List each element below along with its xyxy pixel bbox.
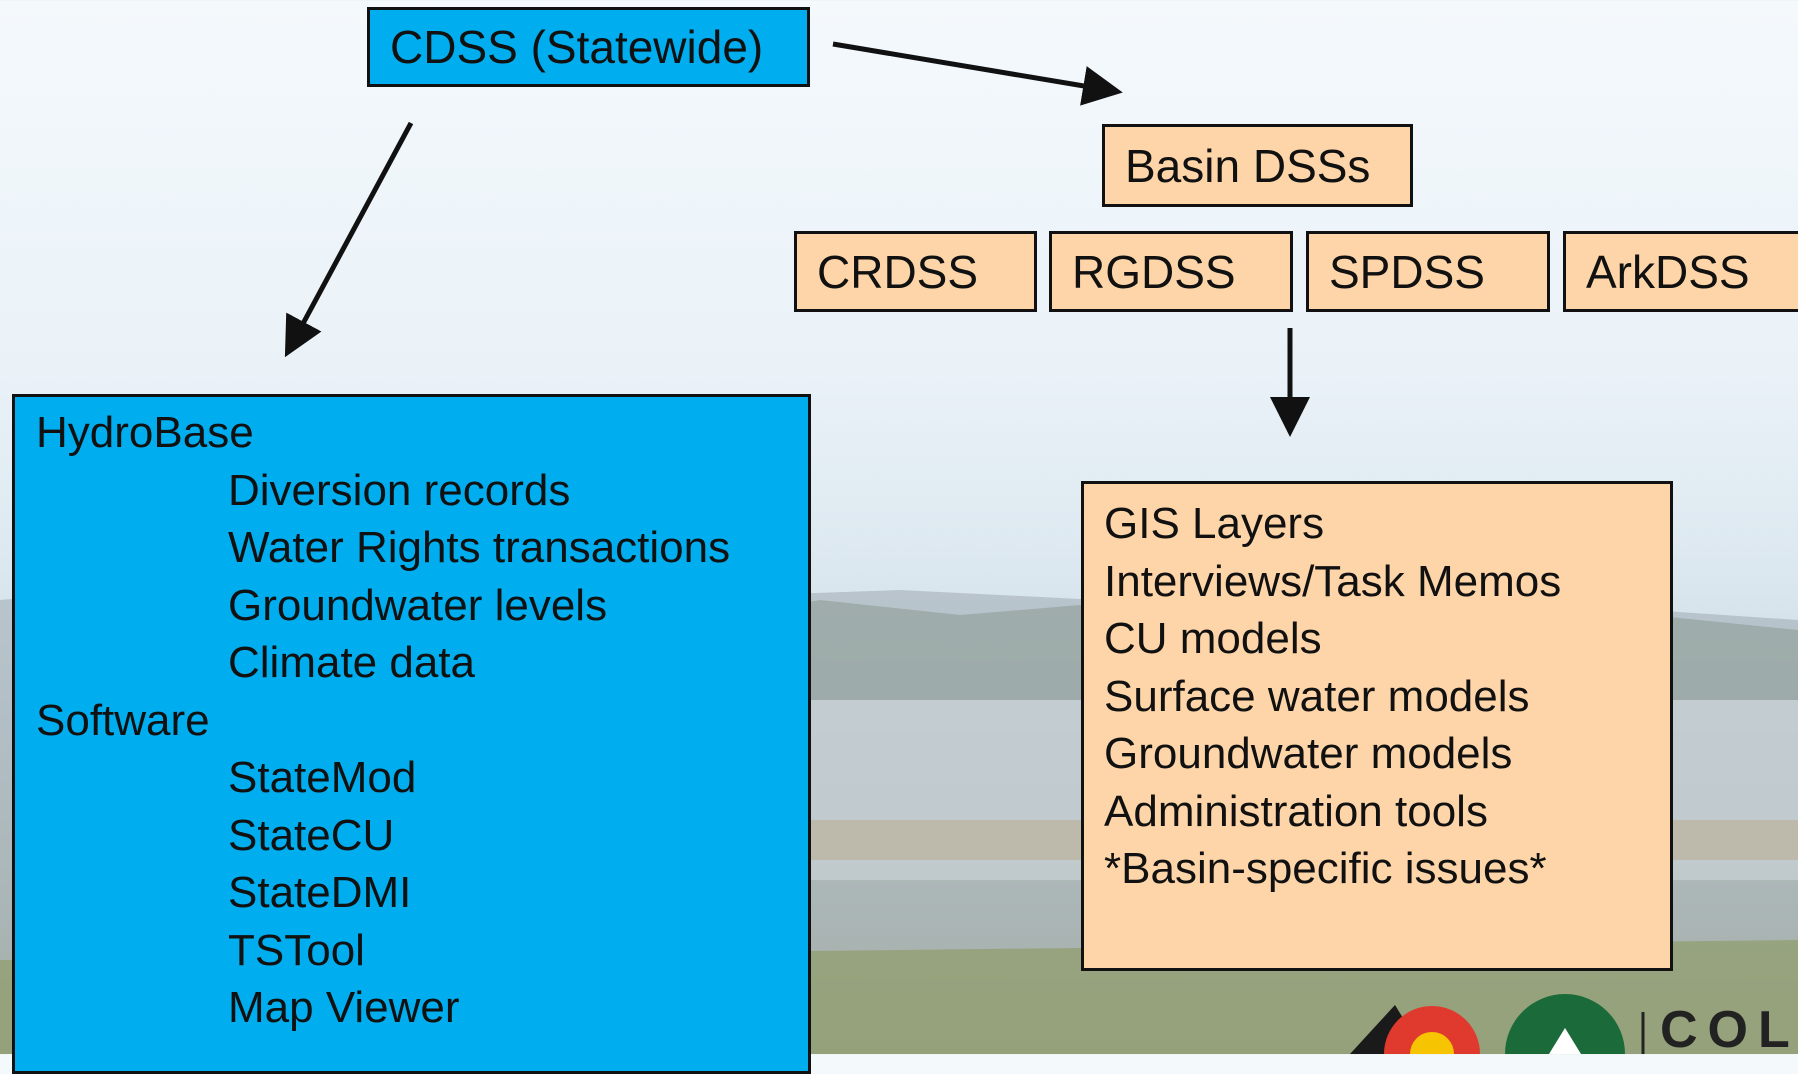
cdss-statewide-box: CDSS (Statewide)	[367, 7, 810, 87]
list-item-water-rights: Water Rights transactions	[228, 523, 731, 572]
statewide-detail-box: HydroBase Diversion records Water Rights…	[12, 394, 811, 1074]
crdss-label: CRDSS	[817, 245, 979, 298]
colorado-logo-text: COLO	[1660, 1001, 1798, 1059]
list-item-tstool: TSTool	[228, 925, 365, 975]
statewide-list: HydroBase Diversion records Water Rights…	[36, 404, 730, 1037]
list-item-statecu: StateCU	[228, 810, 395, 860]
list-item-software: Software	[36, 695, 210, 745]
arkdss-box: ArkDSS	[1563, 231, 1798, 312]
list-item-map-viewer: Map Viewer	[228, 983, 460, 1032]
basin-detail-box: GIS Layers Interviews/Task Memos CU mode…	[1081, 481, 1673, 971]
list-item-groundwater-models: Groundwater models	[1104, 729, 1513, 778]
basin-dss-box: Basin DSSs	[1102, 124, 1413, 207]
arkdss-label: ArkDSS	[1586, 245, 1750, 298]
list-item-cu-models: CU models	[1104, 614, 1322, 663]
list-item-groundwater-levels: Groundwater levels	[228, 580, 608, 630]
basin-dss-label: Basin DSSs	[1125, 139, 1371, 192]
cdss-statewide-label: CDSS (Statewide)	[390, 21, 764, 73]
list-item-basin-specific-issues: *Basin-specific issues*	[1104, 844, 1547, 893]
list-item-gis-layers: GIS Layers	[1104, 499, 1325, 548]
crdss-box: CRDSS	[794, 231, 1037, 312]
spdss-box: SPDSS	[1306, 231, 1550, 312]
list-item-surface-water-models: Surface water models	[1104, 671, 1530, 721]
rgdss-box: RGDSS	[1049, 231, 1293, 312]
list-item-administration-tools: Administration tools	[1104, 786, 1488, 836]
list-item-hydrobase: HydroBase	[36, 408, 254, 457]
list-item-climate-data: Climate data	[228, 638, 476, 687]
list-item-interviews: Interviews/Task Memos	[1104, 556, 1562, 606]
rgdss-label: RGDSS	[1072, 245, 1236, 298]
arrow-root-to-basin	[832, 41, 1123, 106]
arrow-root-to-statewide	[284, 121, 414, 358]
list-item-diversion-records: Diversion records	[228, 465, 571, 515]
list-item-statedmi: StateDMI	[228, 868, 412, 917]
spdss-label: SPDSS	[1329, 245, 1485, 298]
basin-detail-list: GIS Layers Interviews/Task Memos CU mode…	[1104, 495, 1561, 898]
list-item-statemod: StateMod	[228, 753, 417, 802]
